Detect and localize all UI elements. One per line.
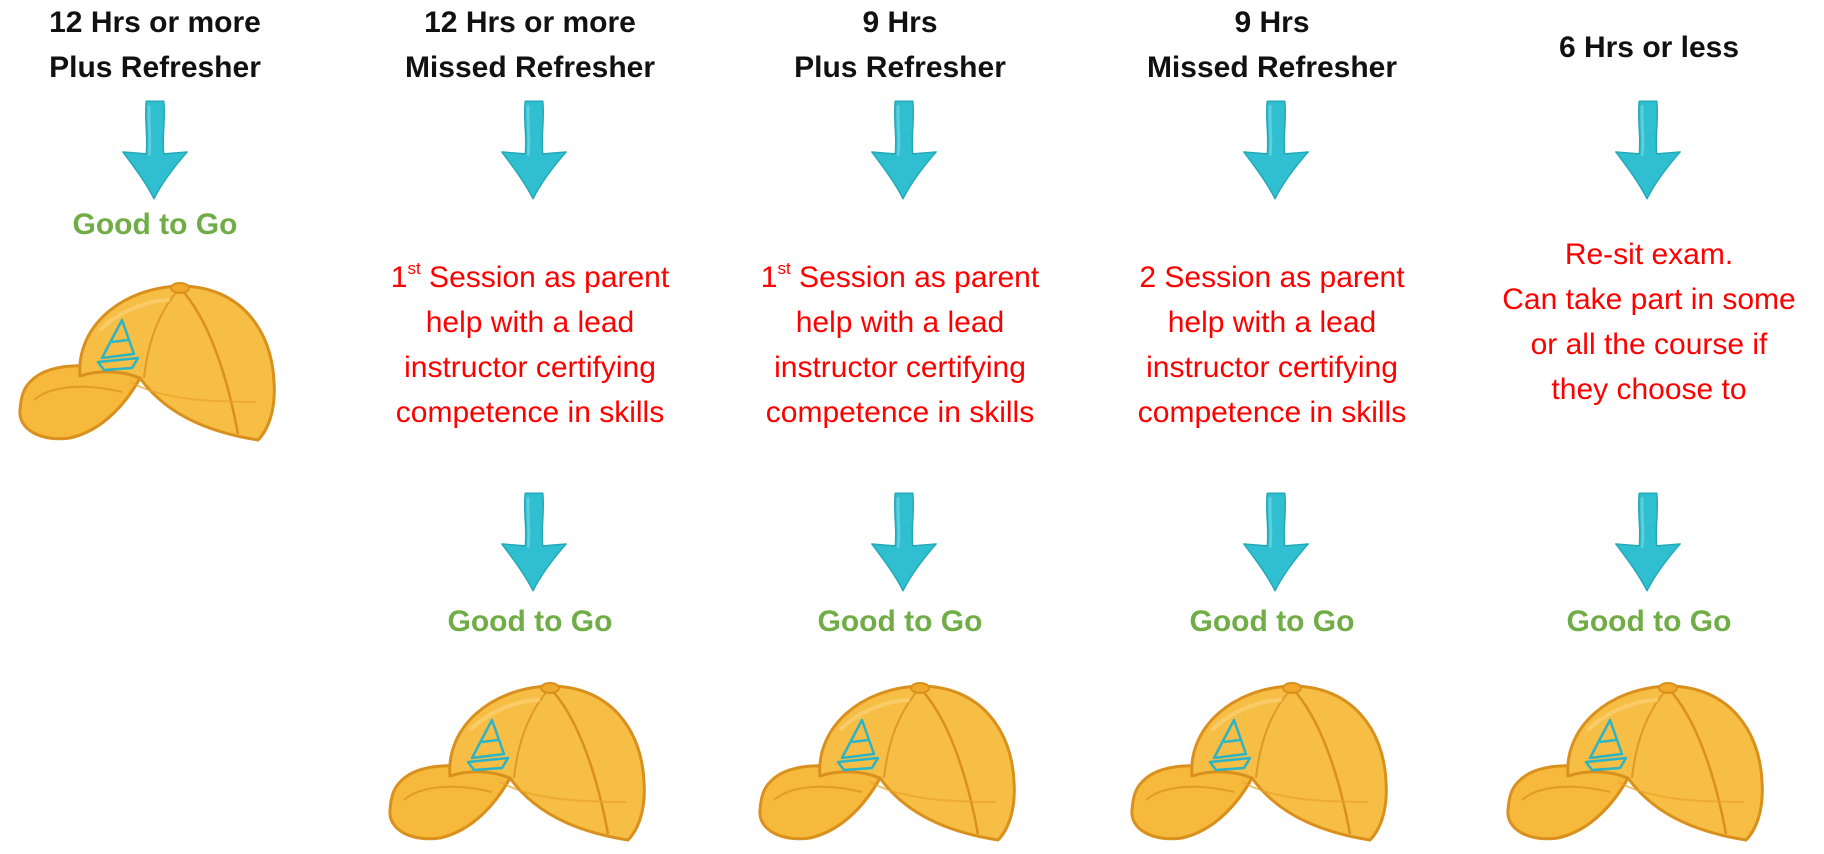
heading-line-2: Missed Refresher [404,51,656,84]
column-heading: 9 Hrs Missed Refresher [1122,0,1422,90]
column-2: 12 Hrs or more Missed Refresher 1st Sess… [380,0,680,854]
instruction-line-1: 1st Session as parent [760,259,1040,294]
down-arrow-icon [117,96,193,204]
instruction-line-3: instructor certifying [1146,351,1398,384]
down-arrow-icon [1238,488,1314,596]
instruction-line-3: or all the course if [1530,328,1768,361]
column-heading: 9 Hrs Plus Refresher [750,0,1050,90]
cap-icon [1498,670,1768,850]
instruction-line-3: instructor certifying [404,351,656,384]
instruction-line-1: 1st Session as parent [390,259,670,294]
down-arrow-icon [1238,96,1314,204]
instruction-line-2: help with a lead [425,306,635,339]
cap-icon [750,670,1020,850]
down-arrow-icon [1610,488,1686,596]
down-arrow-icon [866,96,942,204]
heading-line-1: 12 Hrs or more [49,6,261,39]
instruction-line-4: competence in skills [1137,396,1407,429]
column-heading: 12 Hrs or more Missed Refresher [380,0,680,90]
down-arrow-icon [1610,96,1686,204]
column-3: 9 Hrs Plus Refresher 1st Session as pare… [750,0,1050,854]
good-to-go-label: Good to Go [1189,605,1355,638]
cap-icon [10,270,280,450]
instruction-line-2: help with a lead [1167,306,1377,339]
cap-icon [1122,670,1392,850]
heading-line-1: 9 Hrs [1234,6,1310,39]
column-5: 6 Hrs or less Re-sit exam. Can take part… [1494,0,1804,854]
good-to-go-label: Good to Go [447,605,613,638]
column-4: 9 Hrs Missed Refresher 2 Session as pare… [1122,0,1422,854]
heading-line-1: 9 Hrs [862,6,938,39]
good-to-go-label: Good to Go [72,208,238,241]
instruction-text: Re-sit exam. Can take part in some or al… [1484,232,1814,412]
instruction-text: 2 Session as parent help with a lead ins… [1102,255,1442,435]
heading-line-1: 6 Hrs or less [1558,31,1740,64]
heading-line-1: 12 Hrs or more [424,6,636,39]
column-heading: 6 Hrs or less [1494,25,1804,70]
heading-line-2: Missed Refresher [1146,51,1398,84]
good-to-go-label: Good to Go [817,605,983,638]
instruction-line-2: help with a lead [795,306,1005,339]
instruction-line-4: competence in skills [765,396,1035,429]
cap-icon [380,670,650,850]
instruction-text: 1st Session as parent help with a lead i… [360,255,700,435]
instruction-line-4: competence in skills [395,396,665,429]
instruction-line-1: 2 Session as parent [1139,261,1405,294]
down-arrow-icon [866,488,942,596]
heading-line-2: Plus Refresher [49,51,261,84]
instruction-line-1: Re-sit exam. [1564,238,1734,271]
instruction-text: 1st Session as parent help with a lead i… [730,255,1070,435]
instruction-line-4: they choose to [1551,373,1747,406]
down-arrow-icon [496,96,572,204]
down-arrow-icon [496,488,572,596]
column-1: 12 Hrs or more Plus Refresher Good to Go [0,0,310,854]
heading-line-2: Plus Refresher [794,51,1006,84]
instruction-line-2: Can take part in some [1502,283,1796,316]
column-heading: 12 Hrs or more Plus Refresher [0,0,310,90]
instruction-line-3: instructor certifying [774,351,1026,384]
good-to-go-label: Good to Go [1566,605,1732,638]
